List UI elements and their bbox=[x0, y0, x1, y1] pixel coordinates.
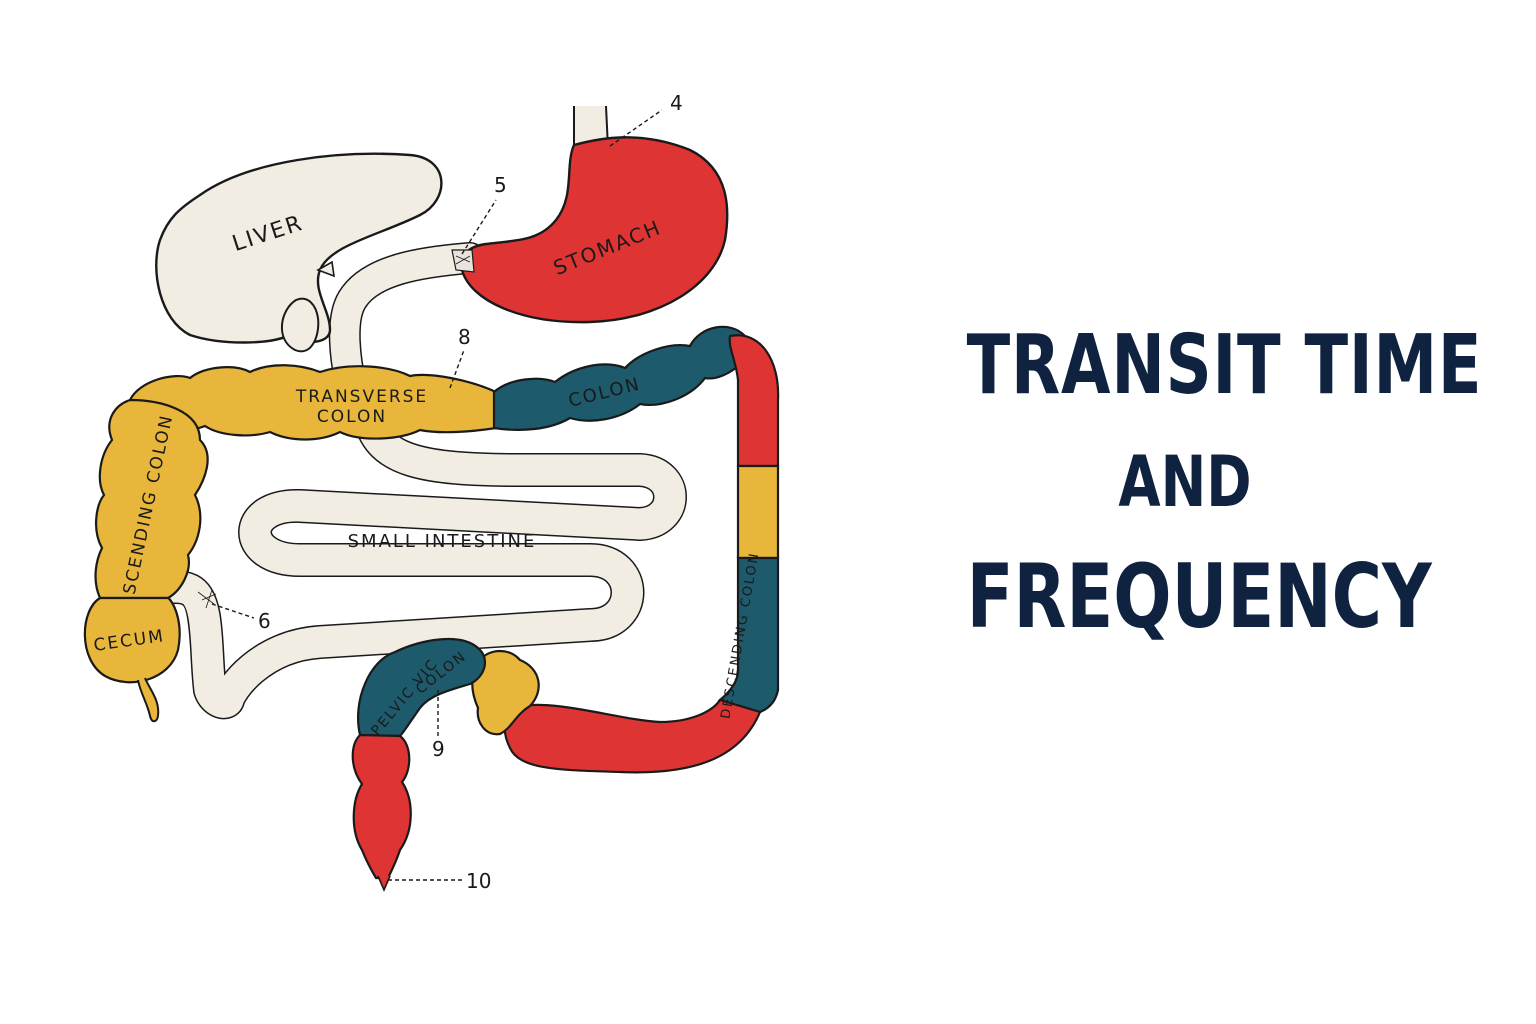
callout-9-number: 9 bbox=[432, 737, 445, 761]
stomach: STOMACH bbox=[452, 137, 727, 322]
callout-10-number: 10 bbox=[466, 869, 491, 893]
transverse-colon-label-2: COLON bbox=[317, 407, 387, 427]
title-line-1: TRANSIT TIME bbox=[967, 325, 1404, 407]
rectum bbox=[353, 735, 411, 890]
digestive-tract-diagram: LIVER STOMACH TRANSVERSE COLON COLON ASC… bbox=[0, 0, 900, 1024]
callout-4-number: 4 bbox=[670, 91, 683, 115]
title-line-2: AND bbox=[967, 447, 1404, 517]
transverse-colon-label-1: TRANSVERSE bbox=[295, 387, 428, 407]
liver: LIVER bbox=[156, 154, 441, 352]
title-line-3: FREQUENCY bbox=[967, 553, 1404, 641]
callout-8-number: 8 bbox=[458, 325, 471, 349]
callout-8: 8 bbox=[450, 325, 471, 388]
callout-6-number: 6 bbox=[258, 609, 271, 633]
callout-5-number: 5 bbox=[494, 173, 507, 197]
callout-9: 9 bbox=[432, 690, 445, 761]
callout-10: 10 bbox=[388, 869, 491, 893]
title-block: TRANSIT TIME AND FREQUENCY bbox=[905, 325, 1465, 641]
colon-teal-segment: COLON bbox=[494, 327, 745, 430]
cecum: CECUM bbox=[85, 598, 180, 721]
small-intestine-label: SMALL INTESTINE bbox=[348, 531, 537, 552]
